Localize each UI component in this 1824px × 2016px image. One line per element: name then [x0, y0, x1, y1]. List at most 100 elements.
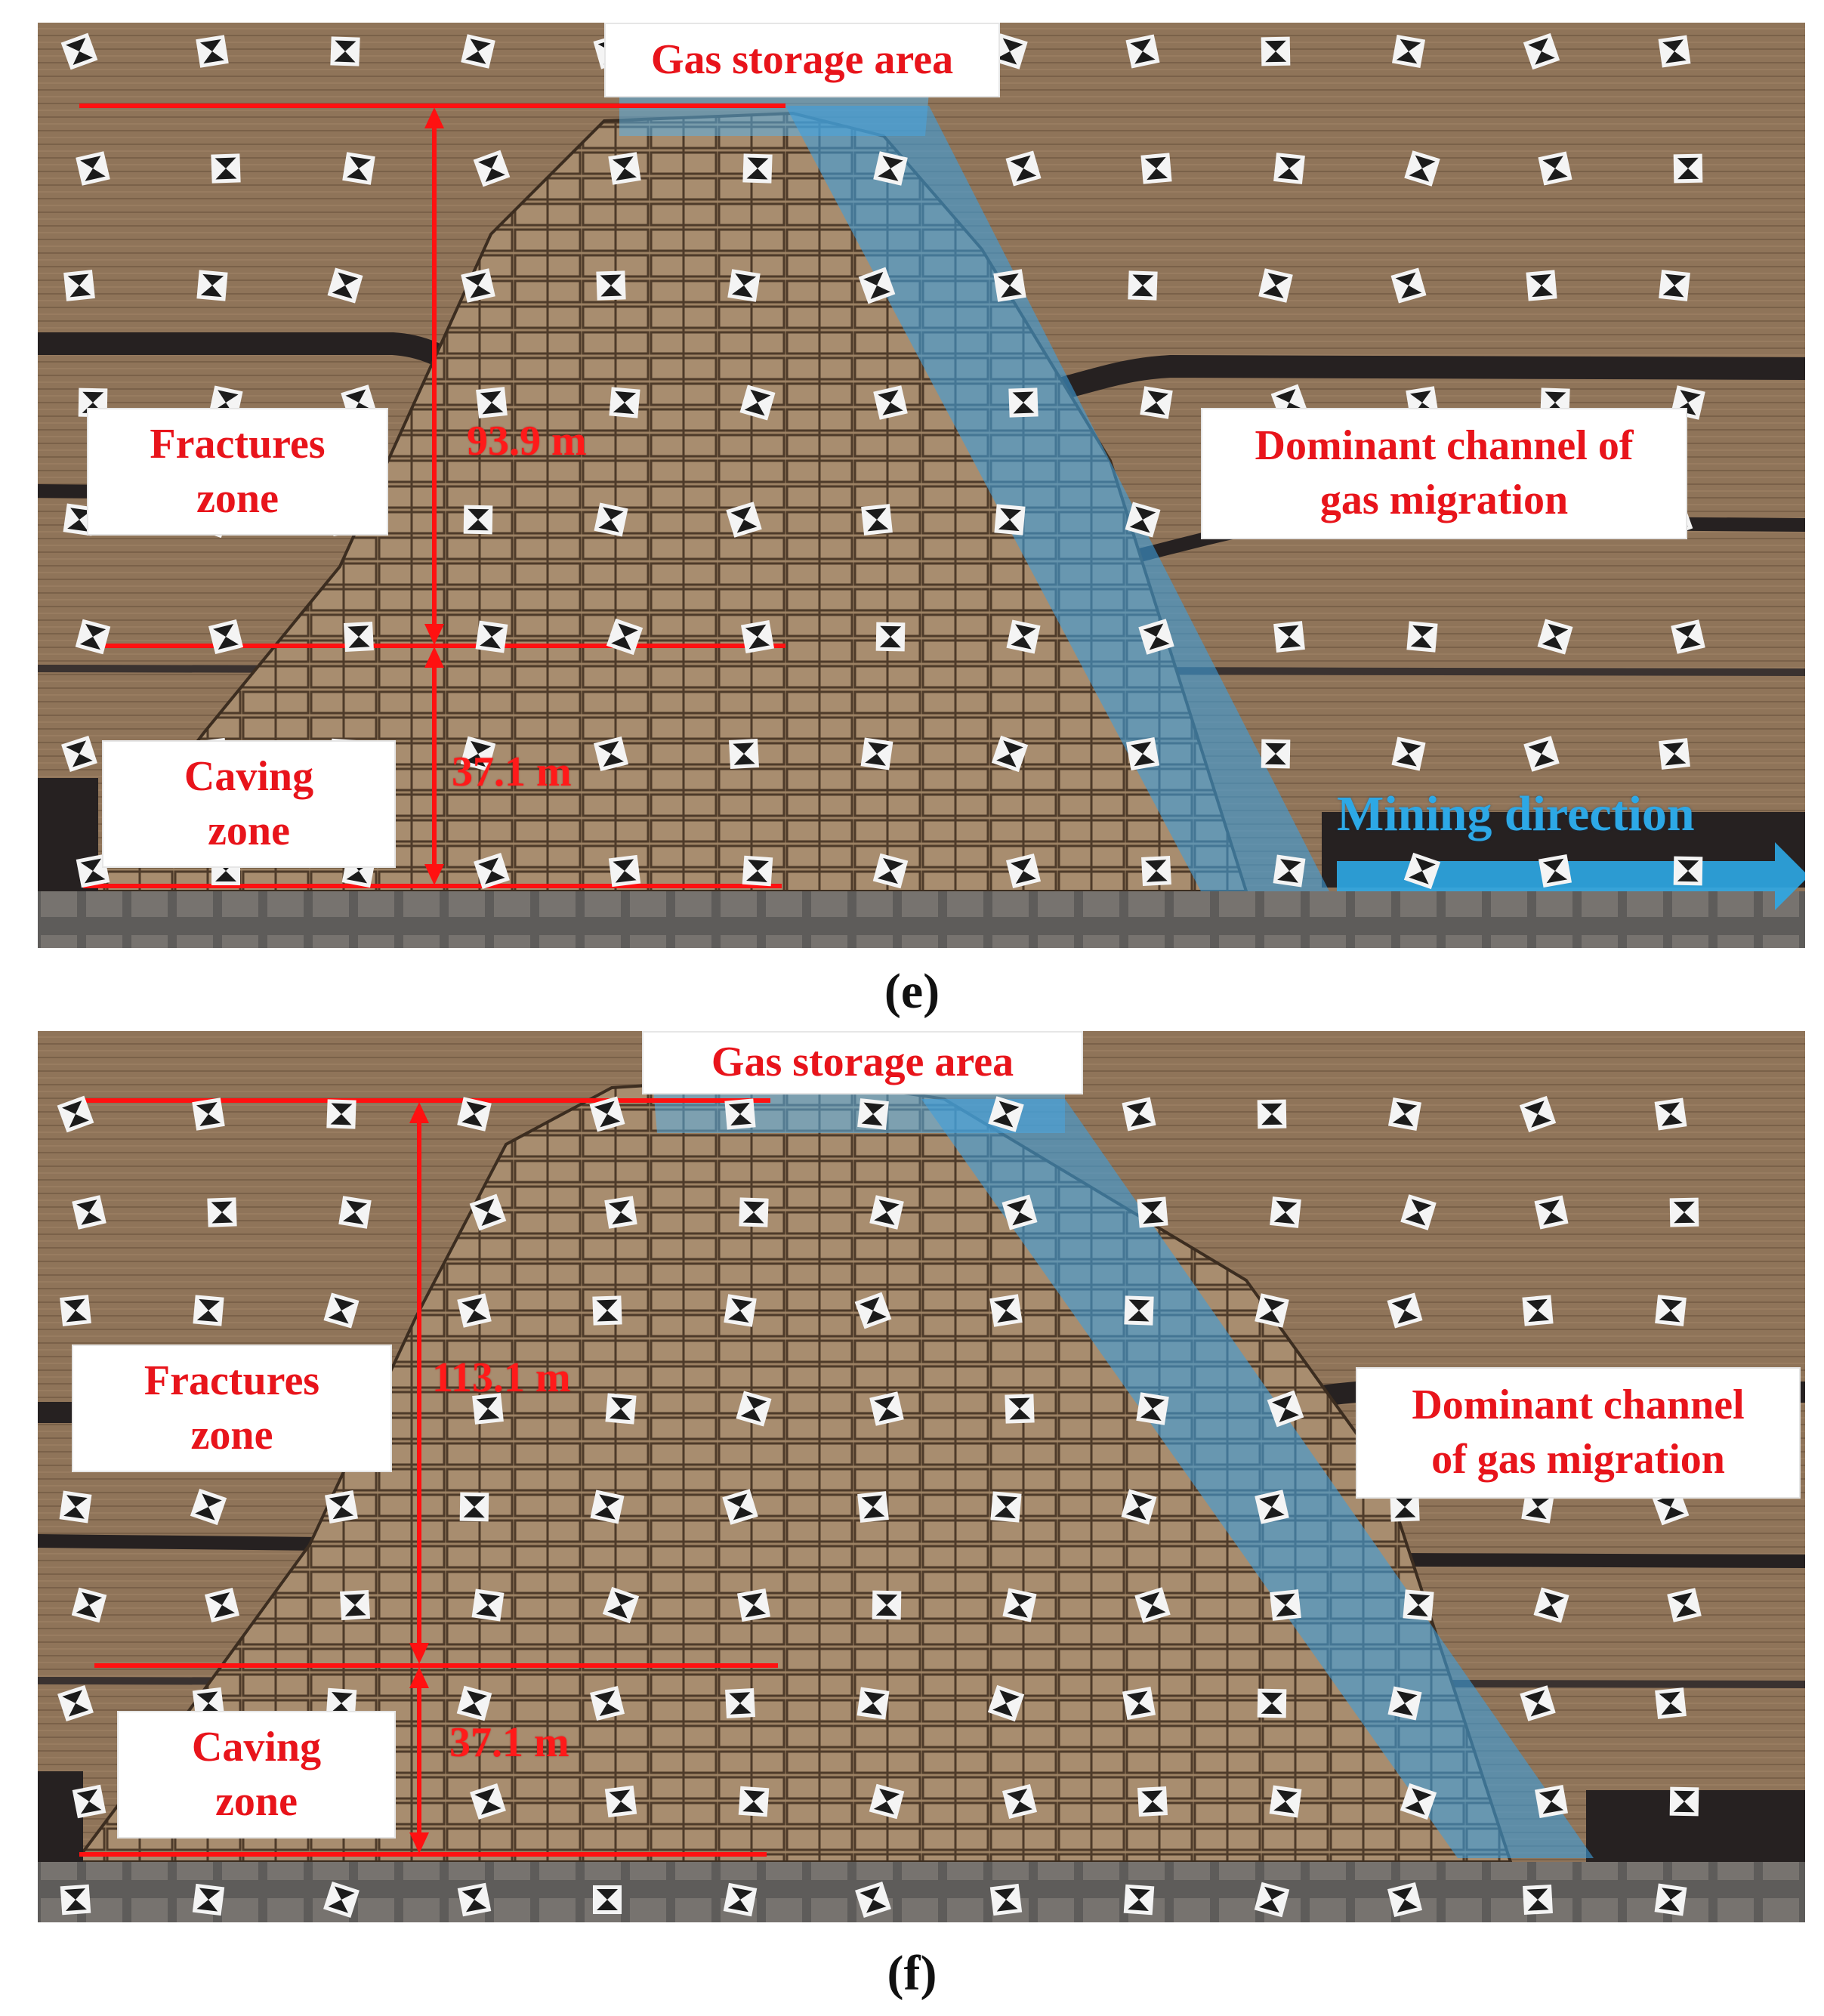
survey-marker-icon: [869, 1783, 905, 1820]
survey-marker-icon: [1006, 619, 1041, 654]
survey-marker-icon: [1005, 150, 1042, 187]
survey-marker-icon: [72, 1195, 106, 1230]
survey-marker-icon: [593, 1885, 622, 1914]
survey-marker-icon: [1270, 1589, 1301, 1621]
survey-marker-icon: [1273, 153, 1305, 184]
survey-marker-icon: [60, 1884, 91, 1916]
survey-marker-icon: [76, 854, 110, 888]
survey-marker-icon: [344, 622, 374, 652]
caving-arrow-bottom: [424, 864, 444, 885]
survey-marker-icon: [1124, 1295, 1154, 1326]
survey-marker-icon: [457, 1097, 492, 1131]
survey-marker-icon: [63, 270, 95, 301]
survey-marker-icon: [342, 152, 375, 185]
survey-marker-icon: [1002, 1783, 1038, 1820]
survey-marker-icon: [1658, 35, 1691, 68]
survey-marker-icon: [861, 504, 893, 536]
survey-marker-icon: [1533, 1587, 1569, 1623]
mining-direction-arrow: [1337, 842, 1805, 910]
survey-marker-icon: [1654, 1883, 1687, 1916]
survey-marker-icon: [1254, 1882, 1290, 1918]
survey-marker-icon: [738, 1786, 770, 1817]
survey-marker-icon: [323, 1882, 360, 1918]
survey-marker-icon: [1255, 1293, 1289, 1328]
survey-marker-icon: [72, 1784, 106, 1819]
fractures-zone-label: Fractures zone: [72, 1345, 392, 1472]
panel-f-photo: Gas storage area Fractures zone 113.1 m …: [38, 1031, 1805, 1922]
survey-marker-icon: [988, 1096, 1024, 1132]
survey-marker-icon: [991, 735, 1029, 773]
survey-marker-icon: [1134, 1587, 1171, 1623]
survey-marker-icon: [596, 270, 626, 301]
survey-marker-icon: [860, 737, 893, 770]
panel-e-photo: Gas storage area Fractures zone 93.9 m C…: [38, 23, 1805, 948]
survey-marker-icon: [1390, 1492, 1420, 1522]
survey-marker-icon: [1002, 1588, 1037, 1622]
survey-marker-icon: [729, 739, 759, 769]
survey-marker-icon: [739, 1197, 769, 1227]
survey-marker-icon: [1400, 1194, 1437, 1230]
survey-marker-icon: [59, 1490, 92, 1524]
survey-marker-icon: [1005, 853, 1042, 889]
caving-arrow-bottom: [409, 1832, 429, 1854]
survey-marker-icon: [869, 1391, 904, 1426]
survey-marker-icon: [326, 1099, 356, 1129]
survey-marker-icon: [1122, 1686, 1156, 1721]
survey-marker-icon: [1258, 268, 1293, 303]
survey-marker-icon: [725, 1688, 755, 1718]
fractures-arrow-top: [424, 107, 444, 128]
survey-marker-icon: [875, 622, 906, 652]
survey-marker-icon: [723, 1882, 758, 1917]
survey-marker-icon: [857, 1491, 889, 1523]
survey-marker-icon: [1270, 1196, 1301, 1228]
survey-marker-icon: [1404, 150, 1440, 187]
survey-marker-icon: [856, 1687, 890, 1720]
survey-marker-icon: [994, 504, 1026, 536]
survey-marker-icon: [60, 1295, 91, 1326]
dominant-channel-line2: gas migration: [1319, 477, 1569, 523]
panel-f-model-scene: [38, 1031, 1805, 1922]
survey-marker-icon: [323, 1292, 360, 1329]
survey-marker-icon: [742, 153, 773, 184]
caving-zone-height: 37.1 m: [452, 749, 572, 795]
survey-marker-icon: [473, 150, 511, 187]
survey-marker-icon: [873, 151, 908, 186]
survey-marker-icon: [873, 385, 908, 420]
survey-marker-icon: [726, 502, 762, 538]
dominant-channel-band: [785, 106, 1329, 891]
survey-marker-icon: [1522, 1295, 1554, 1326]
survey-marker-icon: [858, 267, 896, 304]
survey-marker-icon: [606, 618, 643, 656]
survey-marker-icon: [1537, 619, 1573, 655]
coal-bottom-left: [38, 1771, 83, 1862]
survey-marker-icon: [208, 619, 244, 655]
survey-marker-icon: [1406, 621, 1438, 653]
model-frame: [38, 891, 1805, 948]
fractures-arrow-bottom: [409, 1643, 429, 1664]
survey-marker-icon: [872, 1590, 902, 1620]
survey-marker-icon: [1138, 619, 1174, 655]
survey-marker-icon: [736, 1588, 771, 1622]
survey-marker-icon: [604, 1196, 637, 1229]
survey-marker-icon: [1137, 1786, 1168, 1817]
panel-e-caption: (e): [884, 964, 940, 1019]
survey-marker-icon: [460, 736, 496, 772]
fractures-zone-line2: zone: [196, 474, 279, 522]
caving-zone-line1: Caving: [191, 1723, 322, 1771]
fractures-arrow-top: [409, 1102, 429, 1123]
survey-marker-icon: [1002, 1194, 1038, 1230]
survey-marker-icon: [461, 268, 495, 303]
survey-marker-icon: [1269, 1785, 1302, 1818]
survey-marker-icon: [1387, 1292, 1423, 1329]
survey-marker-icon: [990, 1491, 1022, 1523]
fractures-zone-line1: Fractures: [150, 420, 326, 468]
survey-marker-icon: [1655, 1295, 1687, 1326]
survey-marker-icon: [1538, 854, 1572, 888]
dominant-channel-label: Dominant channel of gas migration: [1356, 1367, 1801, 1499]
survey-marker-icon: [1121, 1489, 1157, 1525]
survey-marker-icon: [1257, 1688, 1287, 1718]
survey-marker-icon: [469, 1193, 507, 1231]
survey-marker-icon: [857, 1098, 889, 1130]
survey-marker-icon: [1122, 1097, 1156, 1131]
dominant-channel-line1: Dominant channel: [1412, 1382, 1745, 1429]
